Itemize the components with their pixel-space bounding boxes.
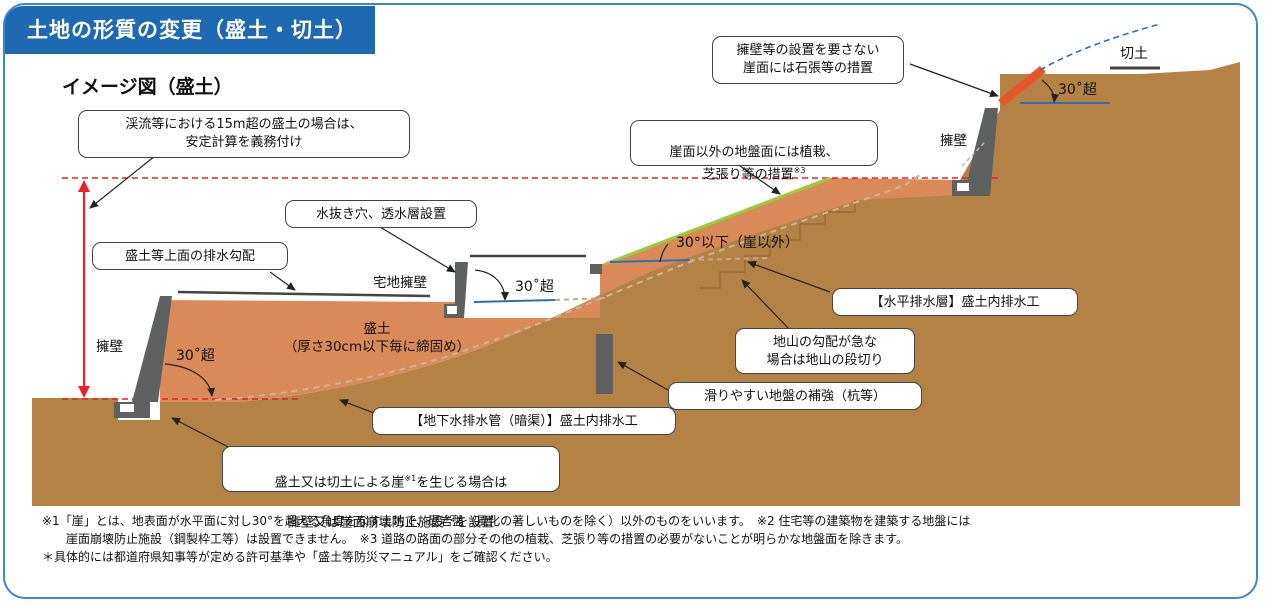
label-cut: 切土 [1120, 46, 1148, 62]
title-banner: 土地の形質の変更（盛土・切土） [5, 6, 375, 54]
label-residential-wall: 宅地擁壁 [373, 275, 427, 291]
bench-steps [700, 200, 856, 289]
callout-steep-ground: 地山の勾配が急な 場合は地山の段切り [735, 328, 915, 374]
cut-dashed-curve [1039, 23, 1161, 71]
mid-retaining-wall [444, 262, 468, 318]
leader-stream [89, 151, 161, 209]
left-wall-angle-arc [164, 363, 216, 397]
callout-stream-fill: 渓流等における15m超の盛土の場合は、 安定計算を義務付け [78, 110, 410, 158]
label-angle-left: 30˚超 [176, 348, 215, 364]
cliff-sup-1: ※1 [404, 474, 417, 483]
leader-slippery [617, 361, 669, 391]
planting-note-mark: ※3 [793, 166, 806, 175]
fill-top-line [177, 290, 431, 298]
cliff-text-3: 擁壁又は崖面崩壊防止施設 [287, 515, 444, 531]
top-angle-arc [1041, 79, 1060, 103]
callout-cliff: 盛土又は切土による崖※1を生じる場合は 擁壁又は崖面崩壊防止施設※2を設置 [222, 446, 560, 531]
grass-slope [604, 176, 831, 266]
mid-angle-arc [474, 269, 509, 301]
callout-planting: 崖面以外の地盤面には植栽、 芝張り等の措置※3 [630, 120, 878, 182]
footnotes: ※1「崖」とは、地表面が水平面に対し30°を超える角度をなす土地で、硬岩盤（風化… [42, 512, 1242, 566]
reinforcement-pile [596, 334, 613, 394]
cliff-text-1: 盛土又は切土による崖 [274, 475, 405, 491]
label-angle-mid: 30˚超 [515, 279, 554, 295]
left-wall-drain [120, 404, 134, 412]
right-wall-dash [961, 141, 986, 167]
callout-underground-drain: 【地下水排水管（暗渠）】盛土内排水工 [372, 407, 676, 435]
callout-top-slope: 盛土等上面の排水勾配 [92, 242, 288, 270]
height-arrow-up [78, 180, 90, 192]
slope-drain-dash [689, 257, 771, 261]
left-retaining-wall [114, 296, 172, 418]
callout-drainage-hole: 水抜き穴、透水層設置 [285, 200, 477, 228]
cliff-text-4: を設置 [455, 515, 495, 531]
underground-drain-line [214, 174, 921, 401]
leader-steep-ground [741, 279, 791, 331]
leader-drain-hole [379, 226, 456, 273]
callout-slippery: 滑りやすい地盤の補強（杭等） [668, 382, 922, 410]
label-angle-top: 30˚超 [1058, 82, 1097, 98]
natural-ground [32, 62, 1240, 506]
mid-wall-drain [447, 306, 457, 314]
mid-drain-line [473, 299, 556, 303]
label-angle-slope: 30°以下（崖以外） [676, 235, 799, 251]
leader-stone [909, 63, 999, 98]
label-fill-main: 盛土 （厚さ30cm以下毎に締固め） [283, 321, 471, 355]
leader-planting [739, 165, 781, 195]
callout-stone: 擁壁等の設置を要さない 崖面には石張等の措置 [712, 36, 904, 84]
slope-ditch [590, 264, 602, 274]
label-retaining-wall-right: 擁壁 [940, 133, 967, 149]
cliff-text-2: を生じる場合は [416, 475, 508, 491]
planting-text: 崖面以外の地盤面には植栽、 芝張り等の措置 [669, 145, 839, 183]
label-retaining-wall-left: 擁壁 [96, 339, 123, 355]
right-wall-drain [957, 183, 969, 191]
callout-horizontal-drain: 【水平排水層】盛土内排水工 [832, 288, 1078, 316]
footnote-1: ※1「崖」とは、地表面が水平面に対し30°を超える角度をなす土地で、硬岩盤（風化… [42, 514, 971, 528]
footnote-2: 崖面崩壊防止施設（鋼製枠工等）は設置できません。 ※3 道路の路面の部分その他の… [66, 532, 908, 546]
height-arrow-down [78, 386, 90, 398]
fill-body [160, 178, 960, 402]
leader-horizontal-drain [747, 260, 831, 293]
cliff-sup-2: ※2 [443, 514, 456, 524]
stone-facing [998, 66, 1046, 106]
leader-top-slope [269, 271, 296, 291]
diagram-subtitle: イメージ図（盛土） [62, 76, 233, 98]
slope-drain-line [609, 259, 691, 263]
slope-angle-arc [659, 243, 669, 263]
right-retaining-wall [952, 108, 998, 196]
footnote-3: ＊具体的には都道府県知事等が定める許可基準や「盛土等防災マニュアル」をご確認くだ… [42, 550, 558, 564]
